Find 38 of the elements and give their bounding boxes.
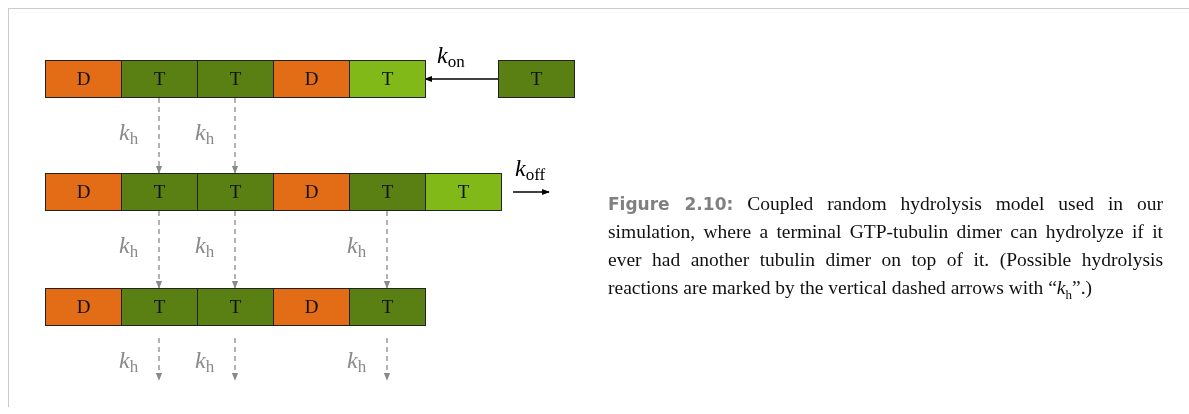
arrow: [424, 75, 499, 83]
dimer-box: T: [121, 60, 198, 98]
dashed-arrow: [155, 337, 163, 381]
rate-label: k$_{h}$: [119, 120, 139, 147]
dimer-box: T: [197, 60, 274, 98]
dimer-box: T: [498, 60, 575, 98]
rate-label: k$_{h}$: [347, 233, 367, 260]
arrow: [512, 188, 550, 196]
dimer-box: T: [349, 173, 426, 211]
dashed-arrow: [383, 210, 391, 289]
rate-label: k$_{off}$: [515, 156, 546, 183]
dimer-box: T: [197, 288, 274, 326]
dimer-box: T: [349, 60, 426, 98]
figure-caption: Figure 2.10: Coupled random hydrolysis model used in our simulation, where a terminal GTP-tubulin dimer can hydrolyze if it ever had another tubulin dimer on top of it. (Possible hydrolysis reactions are marked by the vertical dashed arrows with “k$_{h}$”.): [608, 192, 1163, 304]
rate-label: k$_{h}$: [347, 348, 367, 375]
rate-label: k$_{h}$: [119, 233, 139, 260]
dimer-box: D: [273, 60, 350, 98]
dimer-box: T: [349, 288, 426, 326]
dashed-arrow: [155, 210, 163, 289]
dashed-arrow: [231, 210, 239, 289]
rate-label: k$_{h}$: [195, 120, 215, 147]
dimer-box: D: [273, 288, 350, 326]
dashed-arrow: [155, 97, 163, 174]
dimer-box: T: [197, 173, 274, 211]
rate-label: k$_{on}$: [437, 43, 465, 70]
dimer-box: D: [45, 60, 122, 98]
dashed-arrow: [231, 337, 239, 381]
dimer-box: D: [45, 288, 122, 326]
dimer-box: T: [121, 288, 198, 326]
rate-label: k$_{h}$: [119, 348, 139, 375]
dashed-arrow: [231, 97, 239, 174]
dimer-box: D: [273, 173, 350, 211]
dimer-box: T: [425, 173, 502, 211]
dimer-box: D: [45, 173, 122, 211]
dashed-arrow: [383, 337, 391, 381]
rate-label: k$_{h}$: [195, 233, 215, 260]
dimer-box: T: [121, 173, 198, 211]
rate-label: k$_{h}$: [195, 348, 215, 375]
